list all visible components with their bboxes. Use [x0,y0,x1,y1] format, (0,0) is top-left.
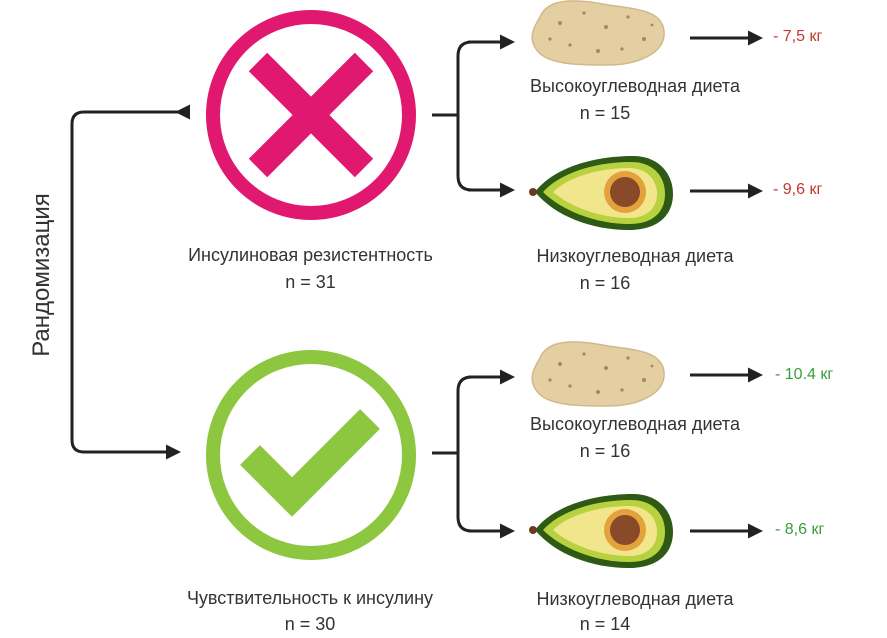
cross-icon [206,10,416,220]
avocado-icon [529,156,673,230]
group-name: Чувствительность к инсулину [186,588,434,608]
potato-icon [531,0,665,66]
randomization-label: Рандомизация [28,193,55,357]
result-value: - 10.4 кг [775,366,834,383]
result-value: - 8,6 кг [775,521,825,538]
potato-icon [531,341,665,407]
diet-n: n = 16 [579,441,631,461]
randomization-bracket [70,104,190,460]
diet-n: n = 15 [579,103,631,123]
group-n: n = 30 [284,614,336,634]
diet-name: Высокоуглеводная диета [530,414,740,434]
result-value: - 9,6 кг [773,181,823,198]
diet-name: Высокоуглеводная диета [530,76,740,96]
diet-n: n = 14 [579,614,631,634]
branch-connector-2 [432,375,510,533]
check-icon [206,350,416,560]
diet-name: Низкоуглеводная диета [536,589,734,609]
result-value: - 7,5 кг [773,28,823,45]
diet-name: Низкоуглеводная диета [536,246,734,266]
branch-connector-1 [432,40,510,192]
diet-n: n = 16 [579,273,631,293]
avocado-icon [529,494,673,568]
group-n: n = 31 [285,272,336,292]
group-name: Инсулиновая резистентность [188,245,433,265]
